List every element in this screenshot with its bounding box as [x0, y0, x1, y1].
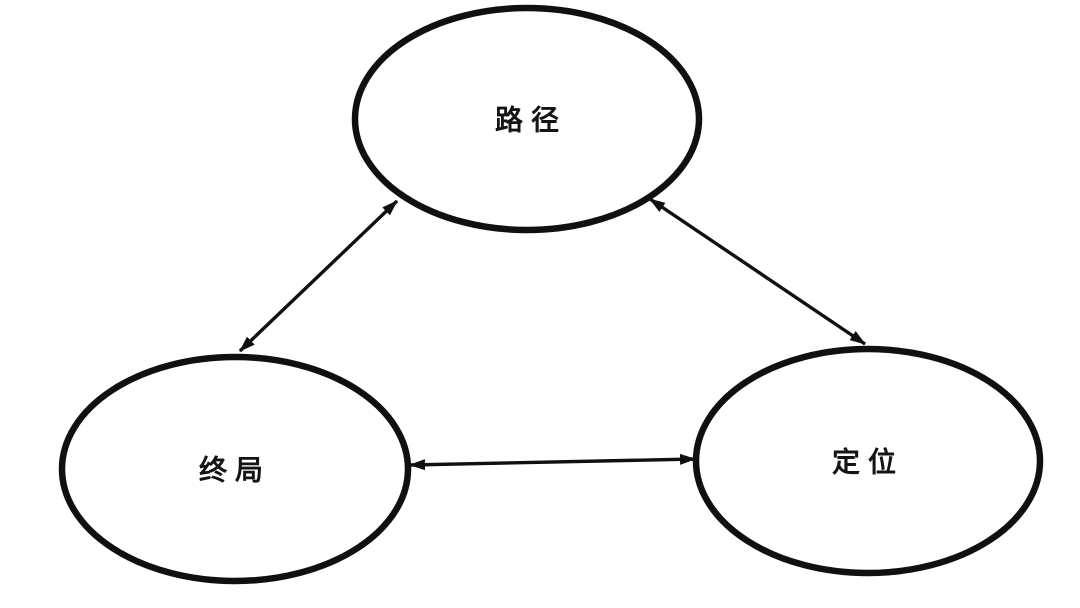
node-ellipse-endgame: [58, 353, 412, 585]
node-label-endgame: 终局: [199, 454, 271, 487]
node-ellipse-path: [351, 4, 703, 234]
edge-endgame-path-arrow: [238, 199, 399, 353]
edge-path-positioning-arrow: [649, 197, 866, 346]
node-ellipse-positioning: [692, 345, 1044, 577]
node-label-positioning: 定位: [832, 446, 904, 479]
node-label-path: 路径: [495, 104, 567, 137]
edge-endgame-positioning-arrow: [409, 453, 696, 471]
